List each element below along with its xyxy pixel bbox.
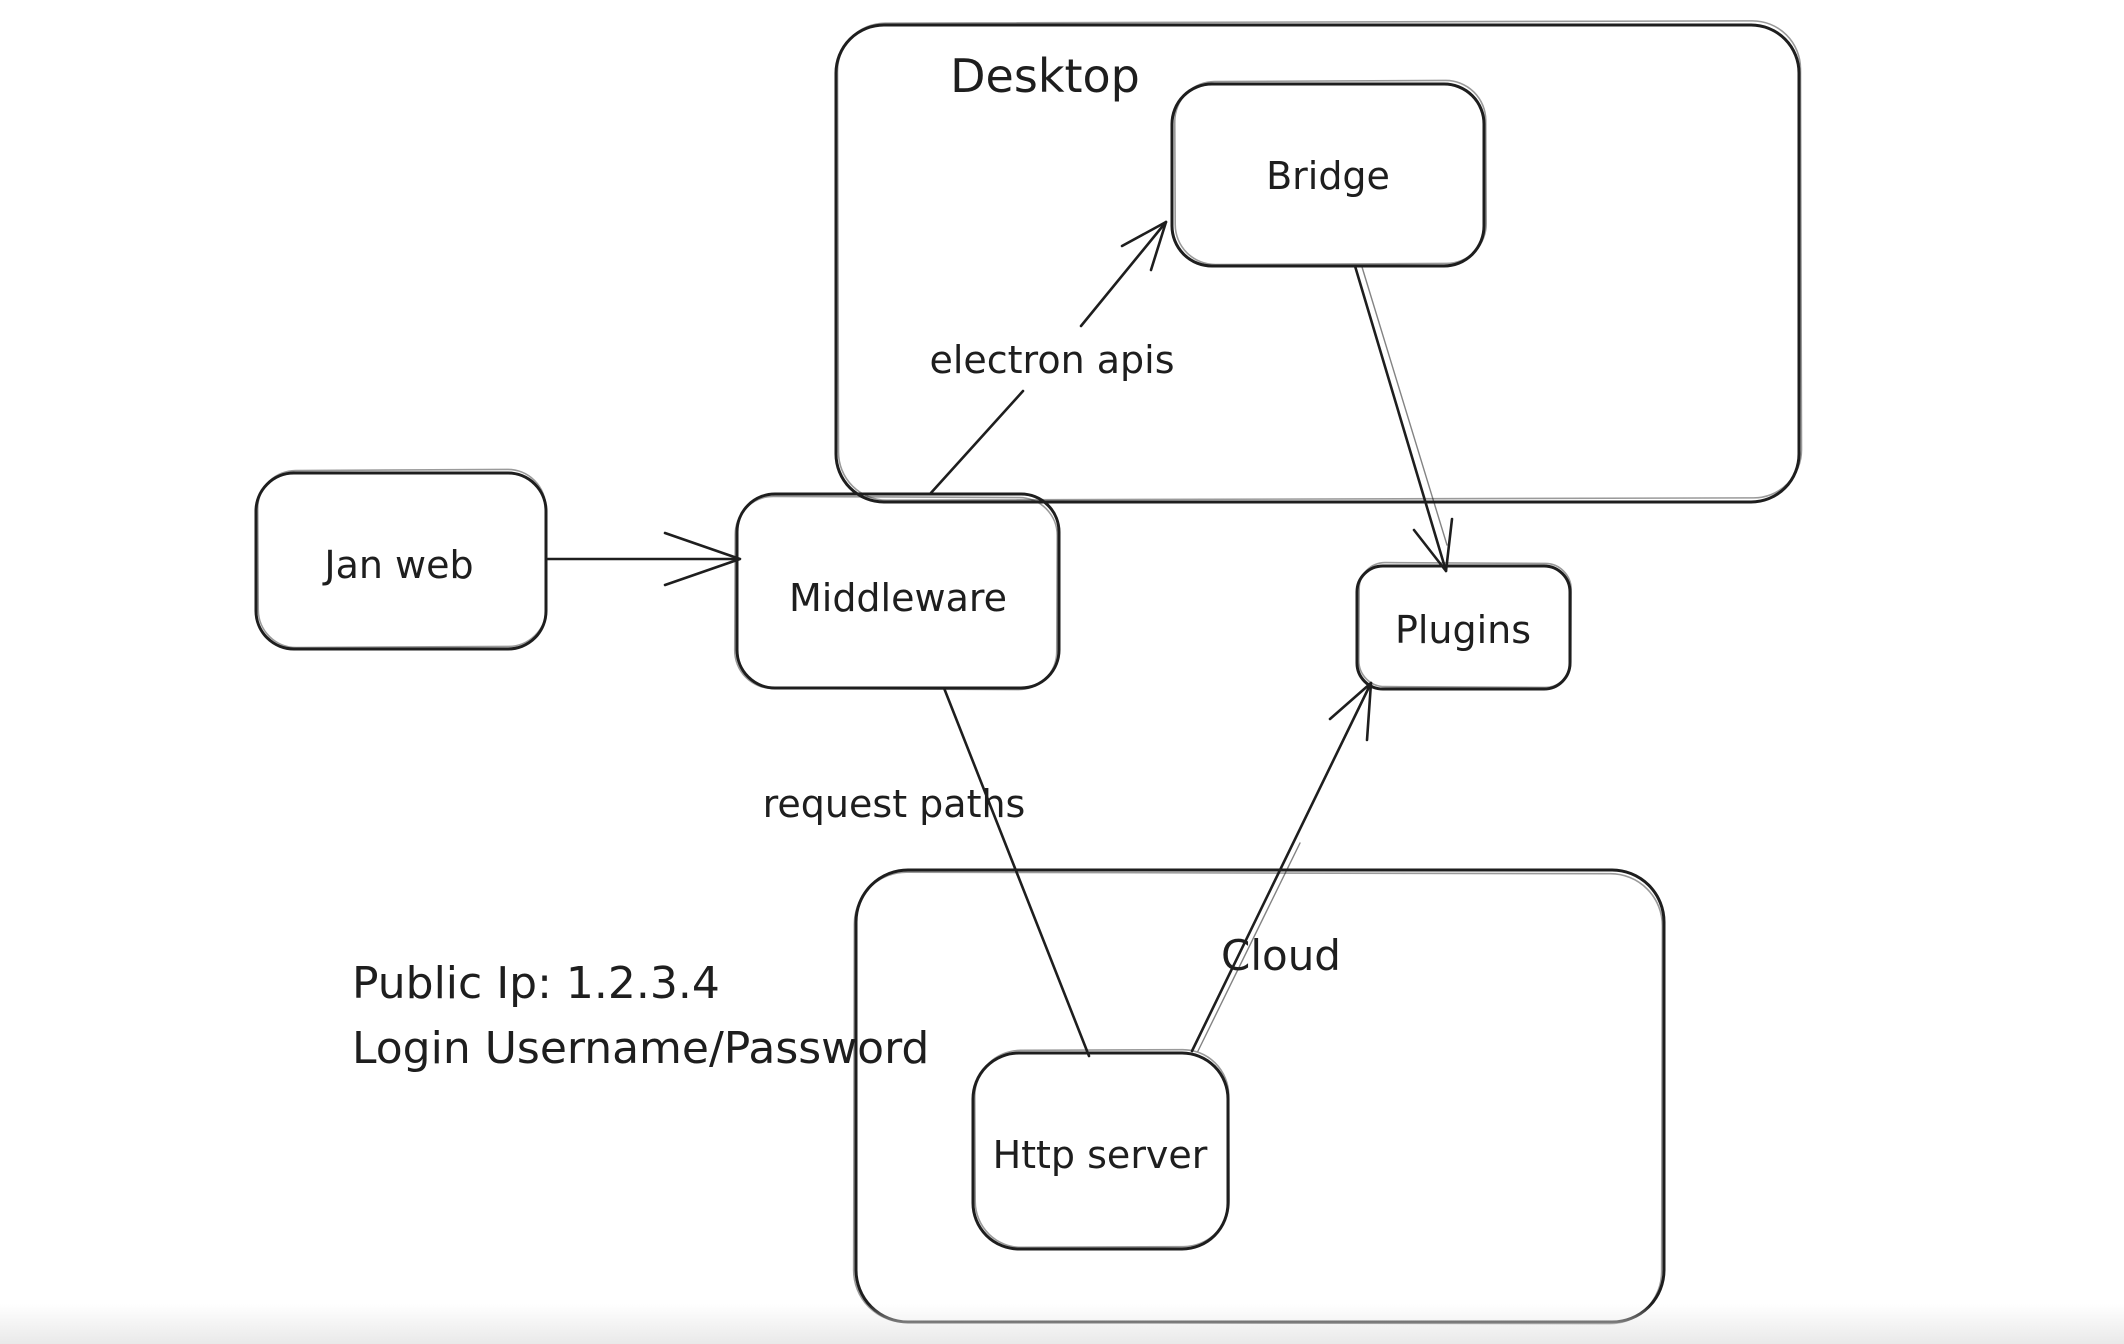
electron-apis-label[interactable]: electron apis (929, 338, 1174, 382)
edge-bridge-to-plugins (1353, 264, 1454, 573)
jan-web-box[interactable] (254, 471, 548, 651)
edge-janweb-to-middleware-arrowhead[interactable] (663, 531, 742, 587)
edge-middleware-to-bridge: electron apis (928, 220, 1175, 496)
http-server-box[interactable] (971, 1051, 1230, 1251)
note-public-ip[interactable]: Public Ip: 1.2.3.4 (352, 958, 720, 1009)
edge-httpserver-to-plugins (1190, 681, 1373, 1053)
desktop-label[interactable]: Desktop (950, 49, 1140, 103)
node-bridge: Bridge (1170, 79, 1488, 268)
edge-middleware-to-httpserver: request paths (763, 686, 1091, 1058)
cloud-label[interactable]: Cloud (1221, 931, 1341, 980)
edge-middleware-to-bridge-line-upper[interactable] (1079, 220, 1168, 328)
edge-httpserver-to-plugins-line[interactable] (1190, 681, 1373, 1053)
note-login[interactable]: Login Username/Password (352, 1023, 929, 1074)
edge-janweb-to-middleware (546, 531, 742, 587)
bridge-label[interactable]: Bridge (1266, 154, 1390, 198)
plugins-box[interactable] (1355, 564, 1572, 691)
middleware-box[interactable] (735, 492, 1061, 690)
bridge-box[interactable] (1170, 82, 1486, 268)
bridge-box-overdraw (1173, 79, 1488, 266)
middleware-label[interactable]: Middleware (789, 576, 1007, 620)
edge-middleware-to-bridge-line-lower[interactable] (928, 389, 1025, 496)
plugins-label[interactable]: Plugins (1395, 608, 1531, 652)
middleware-box-overdraw (733, 495, 1059, 691)
edge-bridge-to-plugins-arrowhead[interactable] (1412, 517, 1454, 573)
edge-middleware-to-bridge-arrowhead[interactable] (1120, 220, 1168, 272)
plugins-box-overdraw (1358, 561, 1572, 689)
http-server-label[interactable]: Http server (993, 1133, 1208, 1177)
edge-middleware-to-httpserver-line[interactable] (942, 686, 1091, 1058)
http-server-box-overdraw (973, 1048, 1231, 1249)
edge-httpserver-to-plugins-overdraw (1197, 842, 1301, 1052)
node-middleware: Middleware (733, 492, 1061, 691)
edge-httpserver-to-plugins-arrowhead[interactable] (1328, 681, 1373, 742)
request-paths-label[interactable]: request paths (763, 782, 1026, 826)
jan-web-label[interactable]: Jan web (322, 543, 473, 587)
node-plugins: Plugins (1355, 561, 1572, 691)
desktop-container-box[interactable] (834, 23, 1801, 504)
node-jan-web: Jan web (254, 468, 548, 651)
credentials-note: Public Ip: 1.2.3.4 Login Username/Passwo… (352, 958, 929, 1074)
edge-bridge-to-plugins-overdraw (1361, 266, 1448, 546)
edge-bridge-to-plugins-line[interactable] (1353, 264, 1448, 573)
desktop-container-box-overdraw (836, 20, 1803, 501)
jan-web-box-overdraw (256, 468, 548, 649)
desktop-container: Desktop (834, 20, 1803, 504)
node-http-server: Http server (971, 1048, 1231, 1251)
